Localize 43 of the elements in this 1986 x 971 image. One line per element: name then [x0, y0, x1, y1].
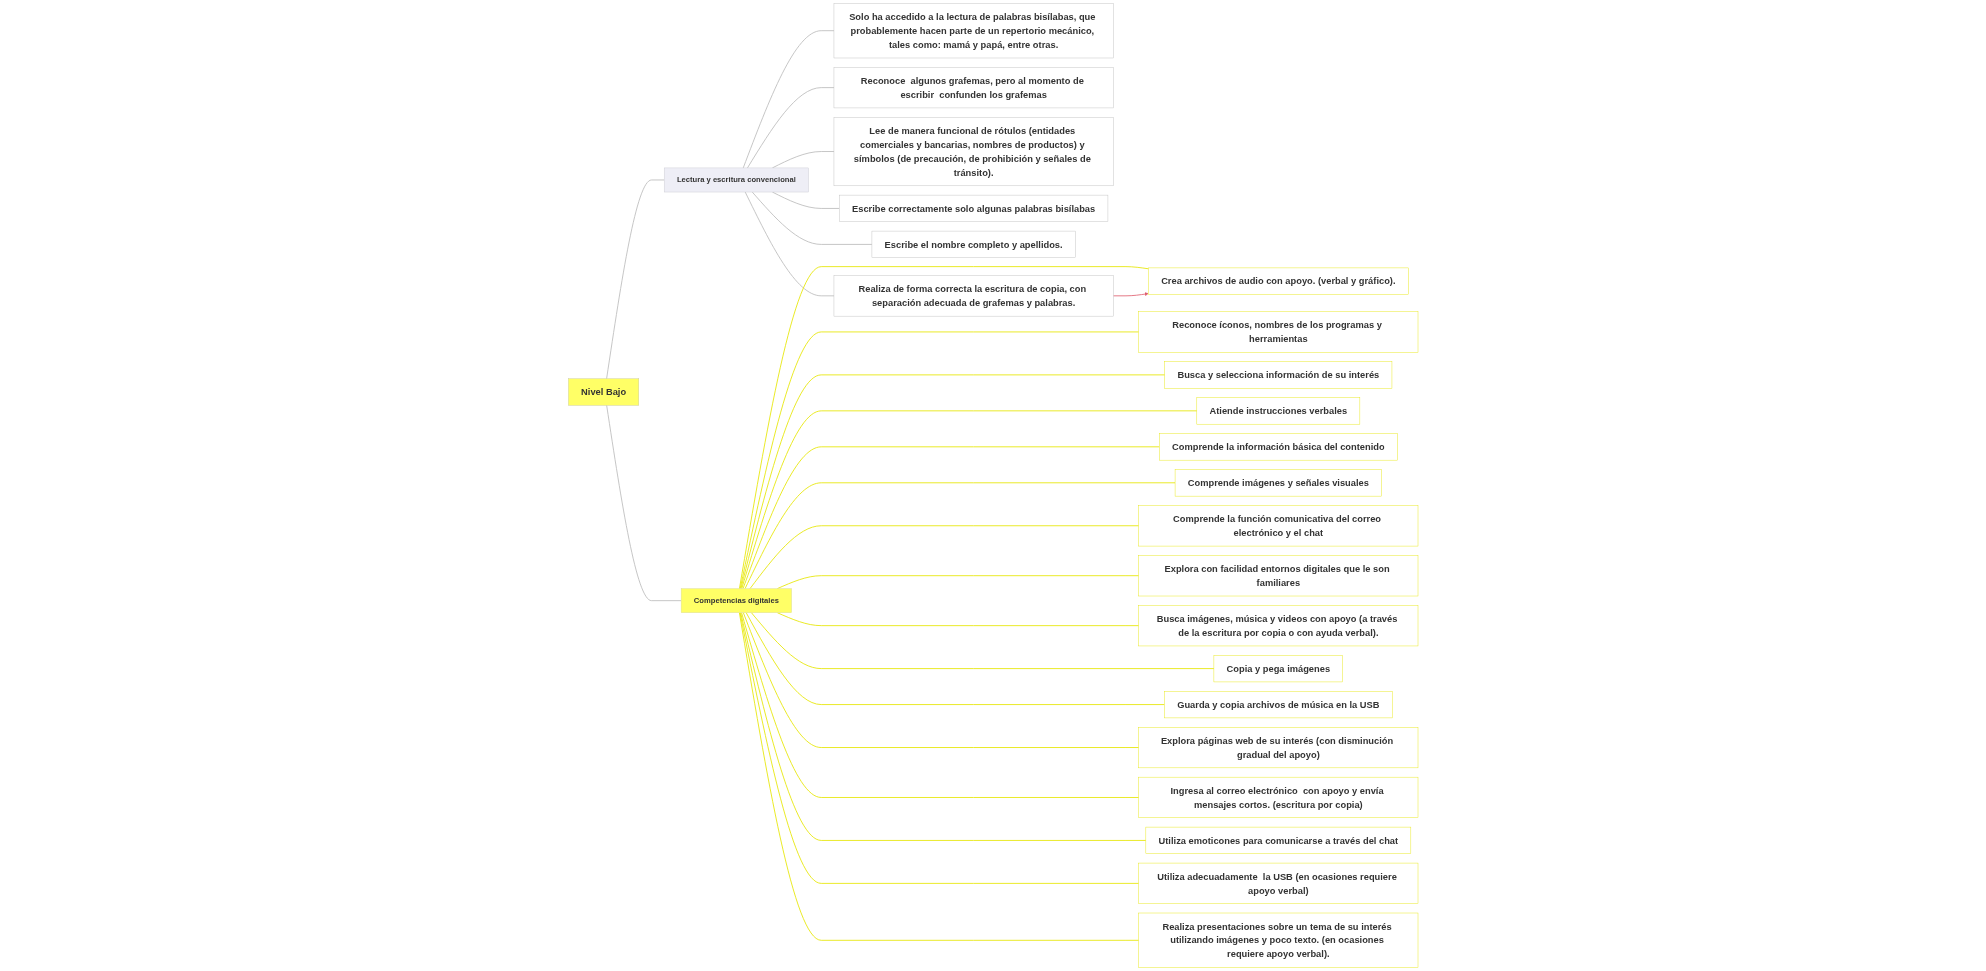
node-box: Explora páginas web de su interés (con disminución gradual del apoyo)	[1138, 727, 1418, 769]
node-box: Comprende la información básica del contenido	[1158, 433, 1398, 461]
node-box: Nivel Bajo	[567, 378, 639, 406]
connector	[740, 374, 1165, 590]
node-box: Solo ha accedido a la lectura de palabras bisílabas, que probablemente hacen parte de un repertorio mecánico, tales como: mamá y papá, entre otras.	[833, 3, 1114, 59]
node-box: Busca imágenes, música y videos con apoyo (a través de la escritura por copia o con ayuda verbal).	[1138, 605, 1418, 647]
connector	[740, 612, 1147, 841]
node-box: Realiza presentaciones sobre un tema de su interés utilizando imágenes y poco texto. (en ocasiones requiere apoyo verbal).	[1138, 912, 1418, 968]
node-box: Explora con facilidad entornos digitales que le son familiares	[1138, 555, 1418, 597]
node-box: Reconoce algunos grafemas, pero al momento de escribir confunden los grafemas	[833, 67, 1114, 109]
connector	[746, 87, 835, 169]
connector	[751, 191, 873, 245]
connector	[742, 612, 1139, 748]
node-box: Realiza de forma correcta la escritura de copia, con separación adecuada de grafemas y palabras.	[833, 275, 1114, 317]
connector	[741, 410, 1198, 590]
connector	[739, 331, 1139, 590]
connector	[776, 612, 1139, 627]
connector	[750, 612, 1215, 670]
node-box: Utiliza emoticones para comunicarse a través del chat	[1145, 826, 1411, 854]
connector	[744, 191, 835, 297]
node-box: Escribe el nombre completo y apellidos.	[871, 230, 1076, 258]
connector	[745, 612, 1165, 705]
node-box: Comprende imágenes y señales visuales	[1174, 469, 1382, 497]
node-box: Lee de manera funcional de rótulos (entidades comerciales y bancarias, nombres de productos) y símbolos (de precaución, de prohibición y señales de tránsito).	[833, 117, 1114, 186]
connector	[605, 179, 665, 380]
node-box: Escribe correctamente solo algunas palabras bisílabas	[838, 194, 1108, 222]
connector	[740, 612, 1139, 798]
connector	[749, 525, 1139, 590]
connector	[738, 612, 1139, 941]
node-box: Atiende instrucciones verbales	[1196, 397, 1360, 425]
connector	[742, 446, 1160, 590]
connector	[742, 30, 835, 169]
connector	[739, 612, 1139, 884]
node-box: Busca y selecciona información de su interés	[1164, 361, 1392, 389]
connector	[606, 404, 682, 602]
node-box: Crea archivos de audio con apoyo. (verbal y gráfico).	[1148, 267, 1409, 295]
node-box: Ingresa al correo electrónico con apoyo y envía mensajes cortos. (escritura por copia)	[1138, 776, 1418, 818]
node-box: Comprende la función comunicativa del correo electrónico y el chat	[1138, 505, 1418, 547]
node-box: Reconoce íconos, nombres de los programas y herramientas	[1138, 311, 1418, 353]
connector	[744, 482, 1176, 590]
node-box: Guarda y copia archivos de música en la USB	[1164, 691, 1393, 719]
node-box: Copia y pega imágenes	[1213, 655, 1343, 683]
node-box: Utiliza adecuadamente la USB (en ocasiones requiere apoyo verbal)	[1138, 862, 1418, 904]
